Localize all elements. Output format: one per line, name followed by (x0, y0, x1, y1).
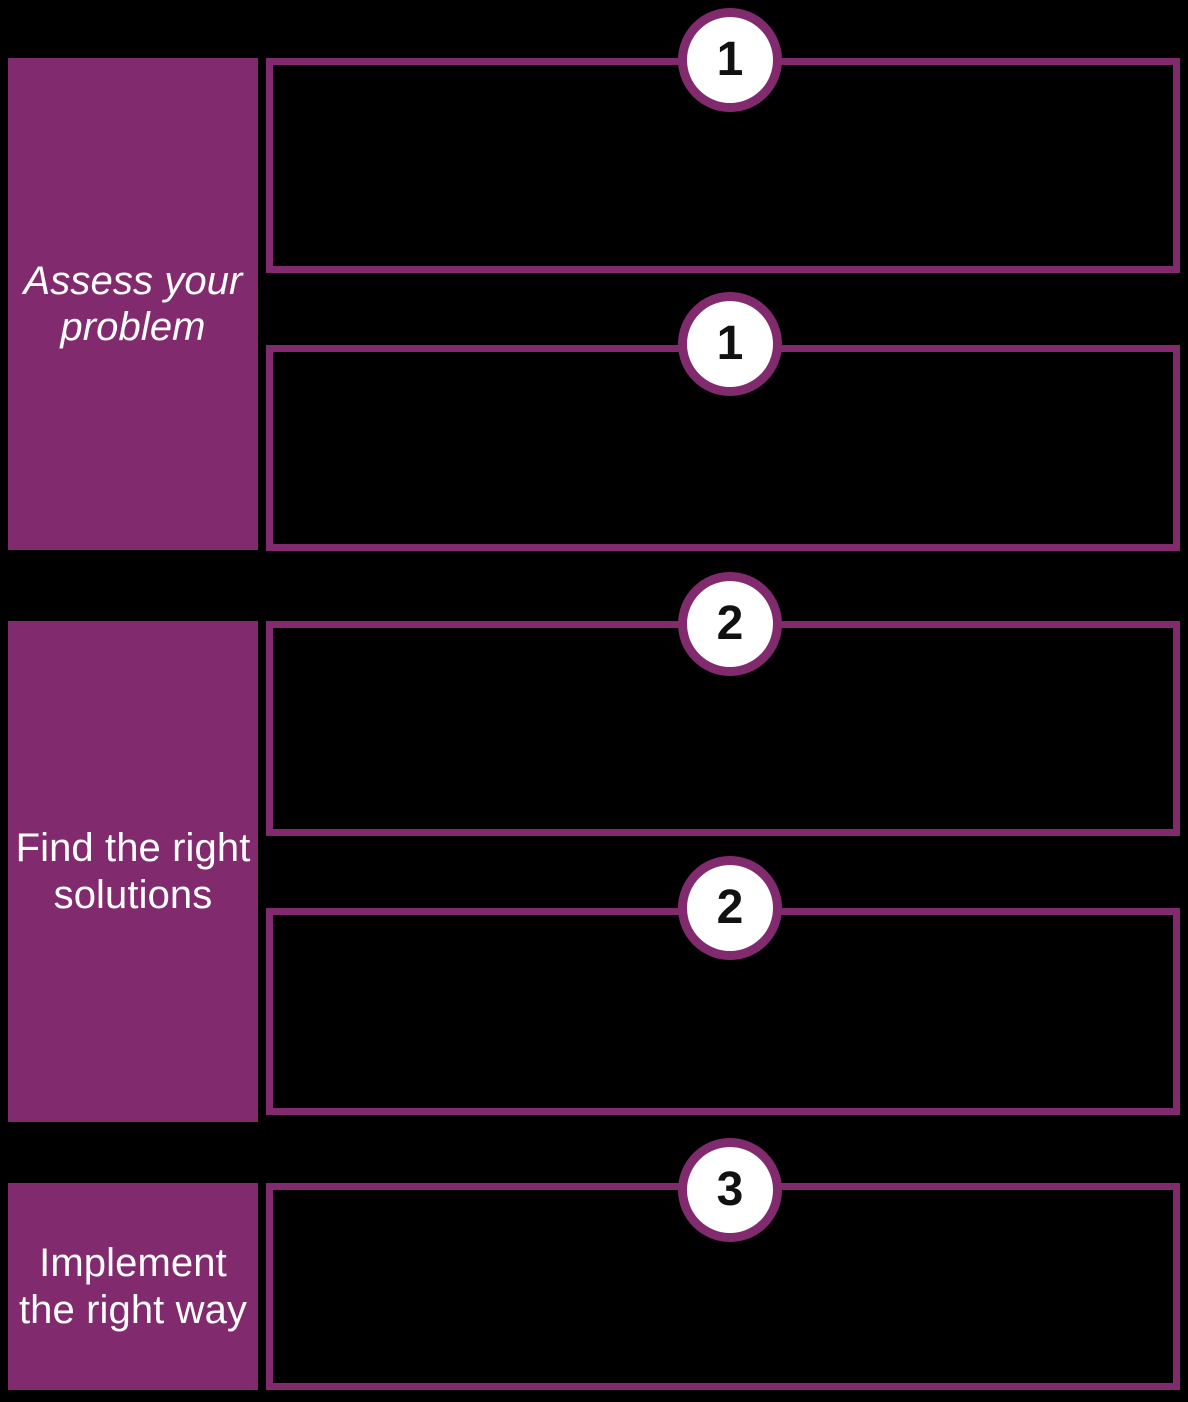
stage-label-assess: Assess your problem (8, 58, 258, 550)
step-circle-2-a-number: 2 (716, 597, 744, 650)
stage-label-implement: Implement the right way (8, 1183, 258, 1390)
step-circle-3-a-number: 3 (716, 1163, 744, 1216)
step-circle-1-b[interactable]: 1 (678, 292, 782, 396)
stage-label-implement-text: Implement the right way (18, 1241, 248, 1332)
stage-label-assess-text: Assess your problem (23, 258, 243, 349)
step-circle-1-b-number: 1 (716, 317, 744, 370)
step-circle-2-b-number: 2 (716, 881, 744, 934)
step-circle-1-a[interactable]: 1 (678, 8, 782, 112)
step-circle-1-a-number: 1 (716, 33, 744, 86)
stage-label-find-text: Find the right solutions (15, 826, 251, 917)
step-circle-3-a[interactable]: 3 (678, 1138, 782, 1242)
stage-label-find: Find the right solutions (8, 621, 258, 1122)
step-circle-2-a[interactable]: 2 (678, 572, 782, 676)
step-circle-2-b[interactable]: 2 (678, 856, 782, 960)
